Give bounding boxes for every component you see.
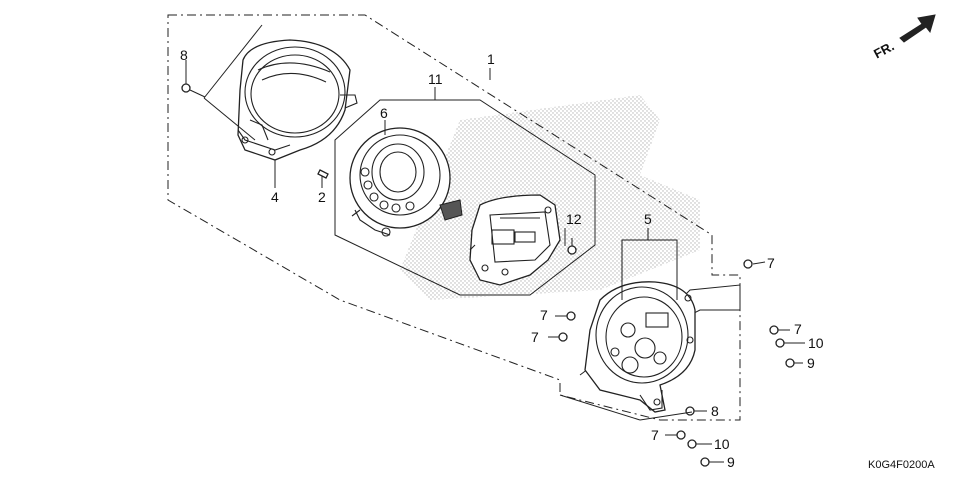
callout-12: 12 [566, 211, 582, 227]
callout-10b: 10 [714, 436, 730, 452]
diagram-code: K0G4F0200A [868, 459, 935, 471]
callout-2: 2 [318, 189, 326, 205]
callout-7a: 7 [767, 255, 775, 271]
front-label: FR. [871, 38, 897, 61]
meter-inner-ring [349, 127, 463, 237]
callout-5: 5 [644, 211, 652, 227]
callout-7c: 7 [531, 329, 539, 345]
meter-board [469, 194, 561, 286]
callout-9a: 9 [807, 355, 815, 371]
callout-4: 4 [271, 189, 279, 205]
callout-8a: 8 [180, 47, 188, 63]
assembly-outline-5b [559, 394, 641, 421]
callout-8b: 8 [711, 403, 719, 419]
leader-lines [185, 24, 805, 463]
callout-9b: 9 [727, 454, 735, 470]
callout-1: 1 [487, 51, 495, 67]
meter-case [584, 281, 696, 413]
meter-upper-cover [237, 39, 358, 161]
callout-7e: 7 [651, 427, 659, 443]
front-arrow-icon [899, 14, 936, 43]
callout-7d: 7 [794, 321, 802, 337]
callout-6: 6 [380, 105, 388, 121]
callout-10a: 10 [808, 335, 824, 351]
assembly-outline-11 [334, 99, 596, 296]
front-direction-indicator: FR. [871, 14, 936, 61]
callout-7b: 7 [540, 307, 548, 323]
callout-11: 11 [428, 71, 443, 87]
assembly-outline-1 [167, 14, 741, 421]
